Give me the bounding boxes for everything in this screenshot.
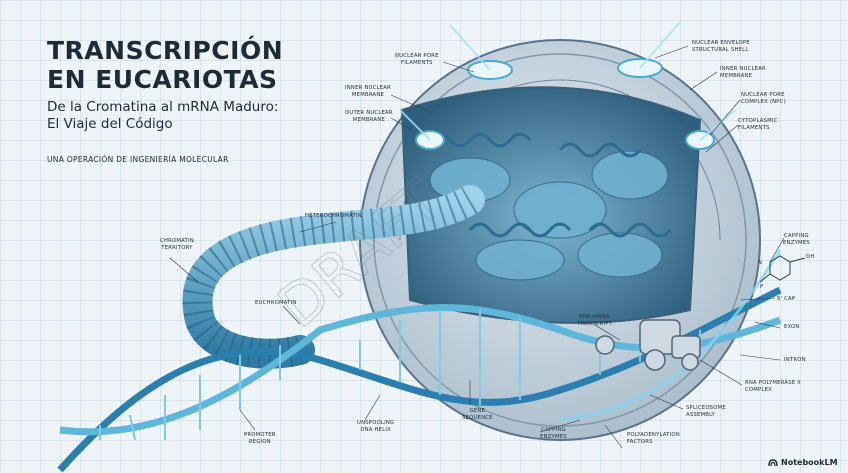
title-line-1: TRANSCRIPCIÓN [47,36,283,65]
page-title: TRANSCRIPCIÓN EN EUCARIOTAS [47,36,283,94]
notebook-icon [768,459,778,467]
label-p: P [760,284,763,291]
label-heterochromatin: HETEROCHROMATIN [305,213,362,220]
tagline: UNA OPERACIÓN DE INGENIERÍA MOLECULAR [47,155,229,164]
subtitle-line-2: El Viaje del Código [47,116,173,132]
label-intron: INTRON [784,357,806,364]
subtitle: De la Cromatina al mRNA Maduro: El Viaje… [47,99,278,133]
label-n: N [758,260,762,267]
subtitle-line-1: De la Cromatina al mRNA Maduro: [47,99,278,115]
label-oh: OH [806,254,815,261]
label-exon: EXON [784,324,800,331]
brand-name: NotebookLM [781,458,838,467]
label-euchromatin: EUCHROMATIN [255,300,297,307]
label-five-cap: 5' CAP [777,296,795,303]
title-line-2: EN EUCARIOTAS [47,65,278,94]
brand-watermark: NotebookLM [768,458,838,467]
